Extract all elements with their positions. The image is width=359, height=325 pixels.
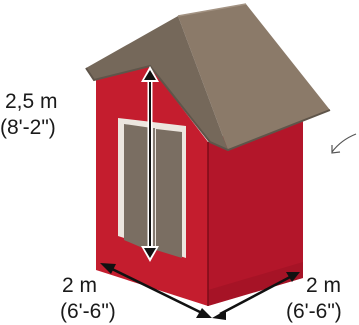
- depth-arrow-icon: [212, 272, 300, 320]
- width-metric-label: 2 m: [62, 274, 97, 297]
- height-imperial-label: (8'-2"): [0, 116, 56, 139]
- depth-metric-label: 2 m: [306, 274, 341, 297]
- shed-side-wall-shade: [208, 262, 303, 306]
- door-right-leaf: [156, 129, 182, 258]
- roof-front-plane: [86, 16, 228, 150]
- height-metric-label: 2,5 m: [5, 90, 58, 113]
- door-left-leaf: [124, 124, 152, 252]
- hint-arrow-icon: [331, 133, 357, 154]
- shed-side-wall: [208, 104, 303, 306]
- width-arrow-icon: [100, 263, 212, 318]
- roof-ridge: [177, 3, 247, 17]
- height-arrow-icon: [141, 66, 159, 262]
- roof-side-plane: [178, 4, 330, 150]
- width-imperial-label: (6'-6"): [60, 300, 116, 323]
- roof-eave-edge: [85, 64, 331, 152]
- depth-imperial-label: (6'-6"): [286, 300, 342, 323]
